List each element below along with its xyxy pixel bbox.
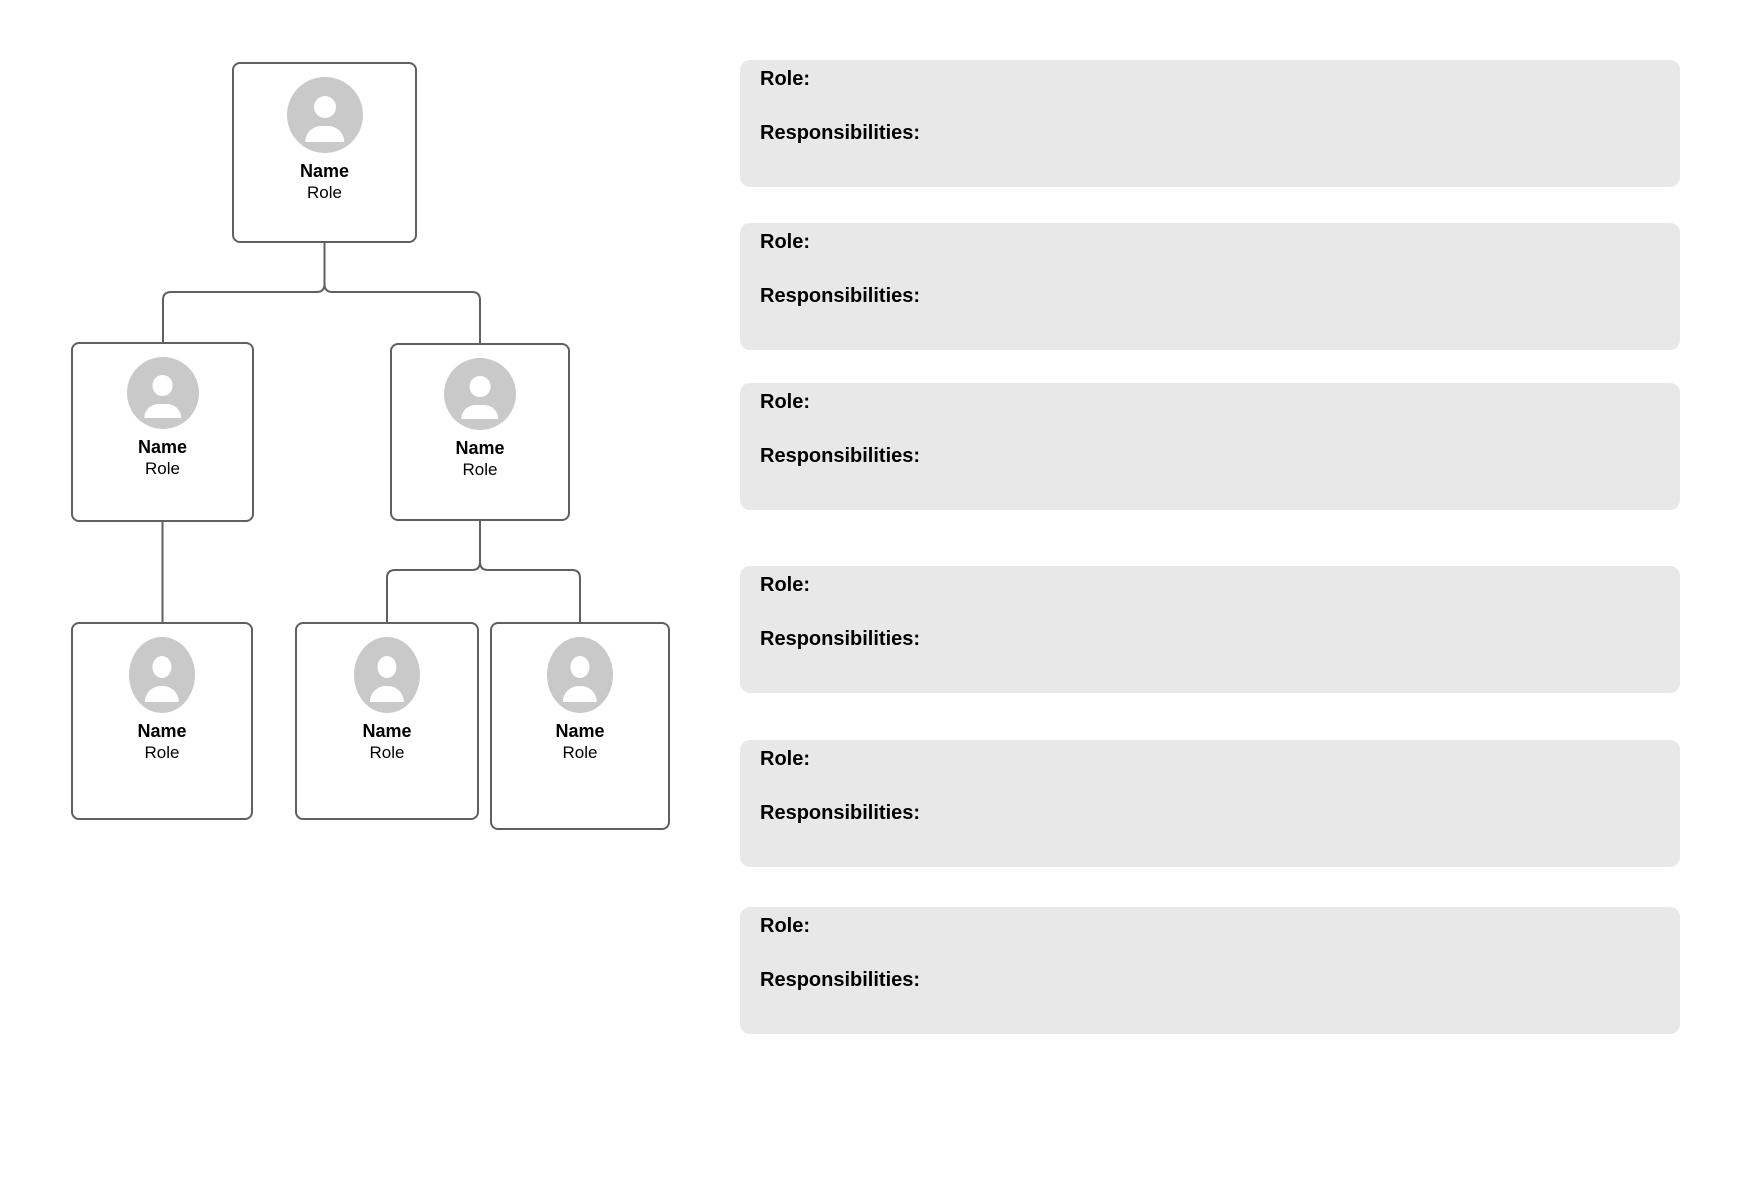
avatar-head: [469, 376, 491, 397]
org-chart: Name Role Name Role Name Role: [0, 0, 700, 900]
avatar-head: [570, 656, 590, 679]
role-label: Role:: [760, 231, 810, 253]
node-name-label: Name: [299, 161, 350, 181]
role-panel-1[interactable]: Role: Responsibilities:: [740, 60, 1680, 187]
responsibilities-label: Responsibilities:: [760, 285, 921, 307]
avatar-shoulders: [562, 686, 598, 702]
org-node-ceo[interactable]: Name Role: [232, 62, 417, 243]
avatar-shoulders: [304, 126, 345, 142]
avatar-head: [152, 375, 173, 396]
person-avatar-icon: [354, 637, 420, 713]
node-role-label: Role: [562, 743, 598, 762]
role-panel-6[interactable]: Role: Responsibilities:: [740, 907, 1680, 1034]
node-role-label: Role: [462, 460, 498, 479]
connector-lines: [161, 243, 581, 622]
node-name-label: Name: [137, 437, 188, 457]
avatar-shoulders: [144, 686, 180, 702]
connector-path: [386, 521, 481, 622]
person-avatar-icon: [547, 637, 613, 713]
org-node-level3-left[interactable]: Name Role: [71, 622, 253, 820]
org-node-level2-left[interactable]: Name Role: [71, 342, 254, 522]
org-node-level2-right[interactable]: Name Role: [390, 343, 570, 521]
person-avatar-icon: [286, 77, 363, 153]
person-avatar-icon: [129, 637, 195, 713]
responsibilities-label: Responsibilities:: [760, 445, 921, 467]
node-name-label: Name: [455, 438, 505, 458]
role-label: Role:: [760, 574, 810, 596]
connector-path: [323, 243, 481, 343]
role-panel-4[interactable]: Role: Responsibilities:: [740, 566, 1680, 693]
role-label: Role:: [760, 391, 810, 413]
role-panel-3[interactable]: Role: Responsibilities:: [740, 383, 1680, 510]
role-label: Role:: [760, 68, 810, 90]
avatar-head: [377, 656, 397, 679]
org-node-level3-right[interactable]: Name Role: [490, 622, 670, 830]
person-avatar-icon: [444, 358, 516, 430]
responsibilities-label: Responsibilities:: [760, 802, 921, 824]
avatar-shoulders: [143, 403, 182, 419]
role-panel-5[interactable]: Role: Responsibilities:: [740, 740, 1680, 867]
role-panel-2[interactable]: Role: Responsibilities:: [740, 223, 1680, 350]
node-name-label: Name: [362, 721, 412, 741]
avatar-head: [313, 96, 336, 119]
connector-path: [479, 521, 581, 622]
node-role-label: Role: [307, 183, 342, 202]
role-label: Role:: [760, 748, 810, 770]
node-role-label: Role: [369, 743, 405, 762]
org-node-level3-middle[interactable]: Name Role: [295, 622, 479, 820]
node-name-label: Name: [555, 721, 605, 741]
avatar-shoulders: [461, 404, 499, 420]
connector-path: [162, 243, 326, 343]
person-avatar-icon: [126, 357, 199, 429]
avatar-shoulders: [369, 686, 405, 702]
role-label: Role:: [760, 915, 810, 937]
node-name-label: Name: [137, 721, 187, 741]
avatar-head: [152, 656, 172, 679]
responsibilities-label: Responsibilities:: [760, 122, 921, 144]
node-role-label: Role: [145, 459, 180, 478]
node-role-label: Role: [144, 743, 180, 762]
responsibilities-label: Responsibilities:: [760, 969, 921, 991]
responsibilities-label: Responsibilities:: [760, 628, 921, 650]
